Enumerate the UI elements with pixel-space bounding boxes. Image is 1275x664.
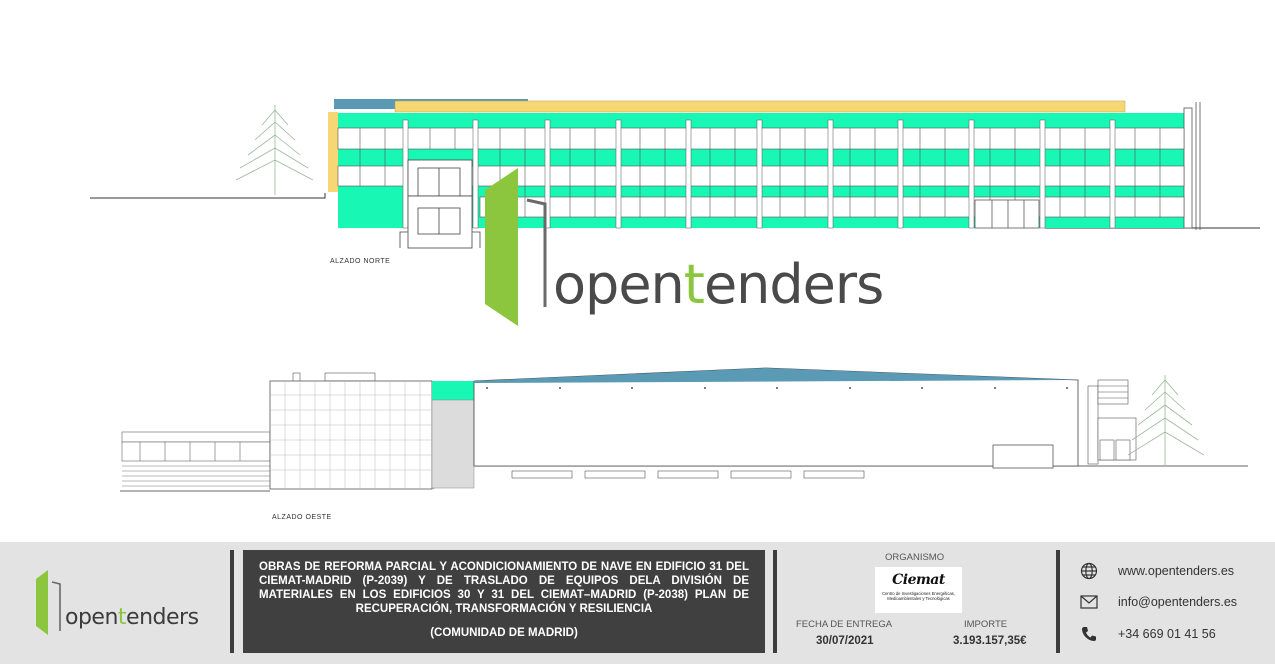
architectural-drawing (90, 99, 1260, 492)
organism-logo-subtitle: Centro de Investigaciones Energéticas, M… (882, 591, 955, 601)
contact-phone[interactable]: +34 669 01 41 56 (1080, 625, 1216, 643)
opentenders-mark-large (485, 168, 547, 326)
divider-right (1056, 550, 1060, 653)
mail-icon (1080, 593, 1098, 611)
brand-highlight-small: t (117, 605, 127, 630)
phone-text: +34 669 01 41 56 (1118, 627, 1216, 641)
brand-prefix-small: open (65, 605, 118, 630)
brand-suffix: enders (703, 253, 884, 316)
tree-north (235, 105, 314, 195)
contact-email[interactable]: info@opentenders.es (1080, 593, 1237, 611)
phone-icon (1080, 625, 1098, 643)
amount-value: 3.193.157,35€ (953, 635, 1027, 647)
tender-title-box: OBRAS DE REFORMA PARCIAL Y ACONDICIONAMI… (243, 550, 765, 653)
tender-region: (COMUNIDAD DE MADRID) (430, 627, 578, 639)
brand-highlight: t (683, 253, 705, 316)
brand-suffix-small: enders (126, 605, 199, 630)
globe-icon (1080, 562, 1098, 580)
west-facade (121, 367, 1205, 490)
website-text: www.opentenders.es (1118, 564, 1235, 578)
west-elevation-caption: ALZADO OESTE (272, 514, 332, 521)
north-facade (328, 99, 1201, 249)
organism-label: ORGANISMO (885, 552, 945, 563)
brand-prefix: open (553, 253, 685, 316)
delivery-date-label: FECHA DE ENTREGA (796, 619, 893, 630)
divider-left (230, 550, 234, 653)
north-elevation-caption: ALZADO NORTE (330, 258, 391, 265)
opentenders-mark-small (36, 570, 61, 635)
email-text: info@opentenders.es (1118, 595, 1238, 609)
tender-title: OBRAS DE REFORMA PARCIAL Y ACONDICIONAMI… (259, 561, 749, 615)
organism-logo-name: Ciemat (892, 572, 945, 588)
amount-label: IMPORTE (964, 619, 1008, 630)
delivery-date-value: 30/07/2021 (816, 635, 874, 647)
organism-logo: Ciemat Centro de Investigaciones Energét… (875, 567, 962, 613)
contact-website[interactable]: www.opentenders.es (1080, 562, 1234, 580)
brand-wordmark-small: opentenders (65, 607, 199, 629)
brand-wordmark-large: opentenders (553, 258, 884, 312)
divider-middle (773, 550, 777, 653)
